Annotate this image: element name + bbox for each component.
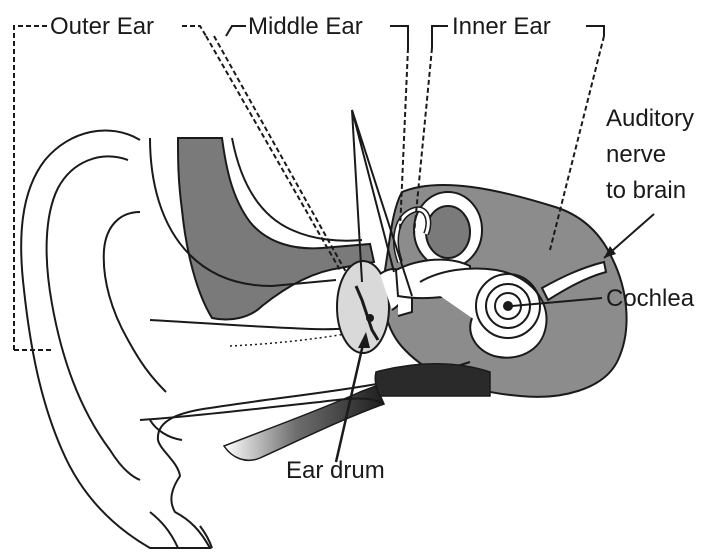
cochlea-label: Cochlea bbox=[606, 285, 695, 312]
canal-lower-wall bbox=[150, 320, 366, 329]
dark-cavity bbox=[375, 364, 490, 396]
eustachian-tube bbox=[224, 386, 384, 460]
outer-ear-label: Outer Ear bbox=[50, 13, 154, 40]
auditory-label-line2: nerve bbox=[606, 141, 666, 168]
auditory-label-line3: to brain bbox=[606, 177, 686, 204]
ear-drum-label: Ear drum bbox=[286, 457, 385, 484]
inner-ear-label: Inner Ear bbox=[452, 13, 551, 40]
pinna-inner-fold bbox=[47, 156, 140, 480]
auditory-label-line1: Auditory bbox=[606, 105, 694, 132]
middle-ear-label: Middle Ear bbox=[248, 13, 363, 40]
pinna-antihelix bbox=[104, 212, 166, 392]
